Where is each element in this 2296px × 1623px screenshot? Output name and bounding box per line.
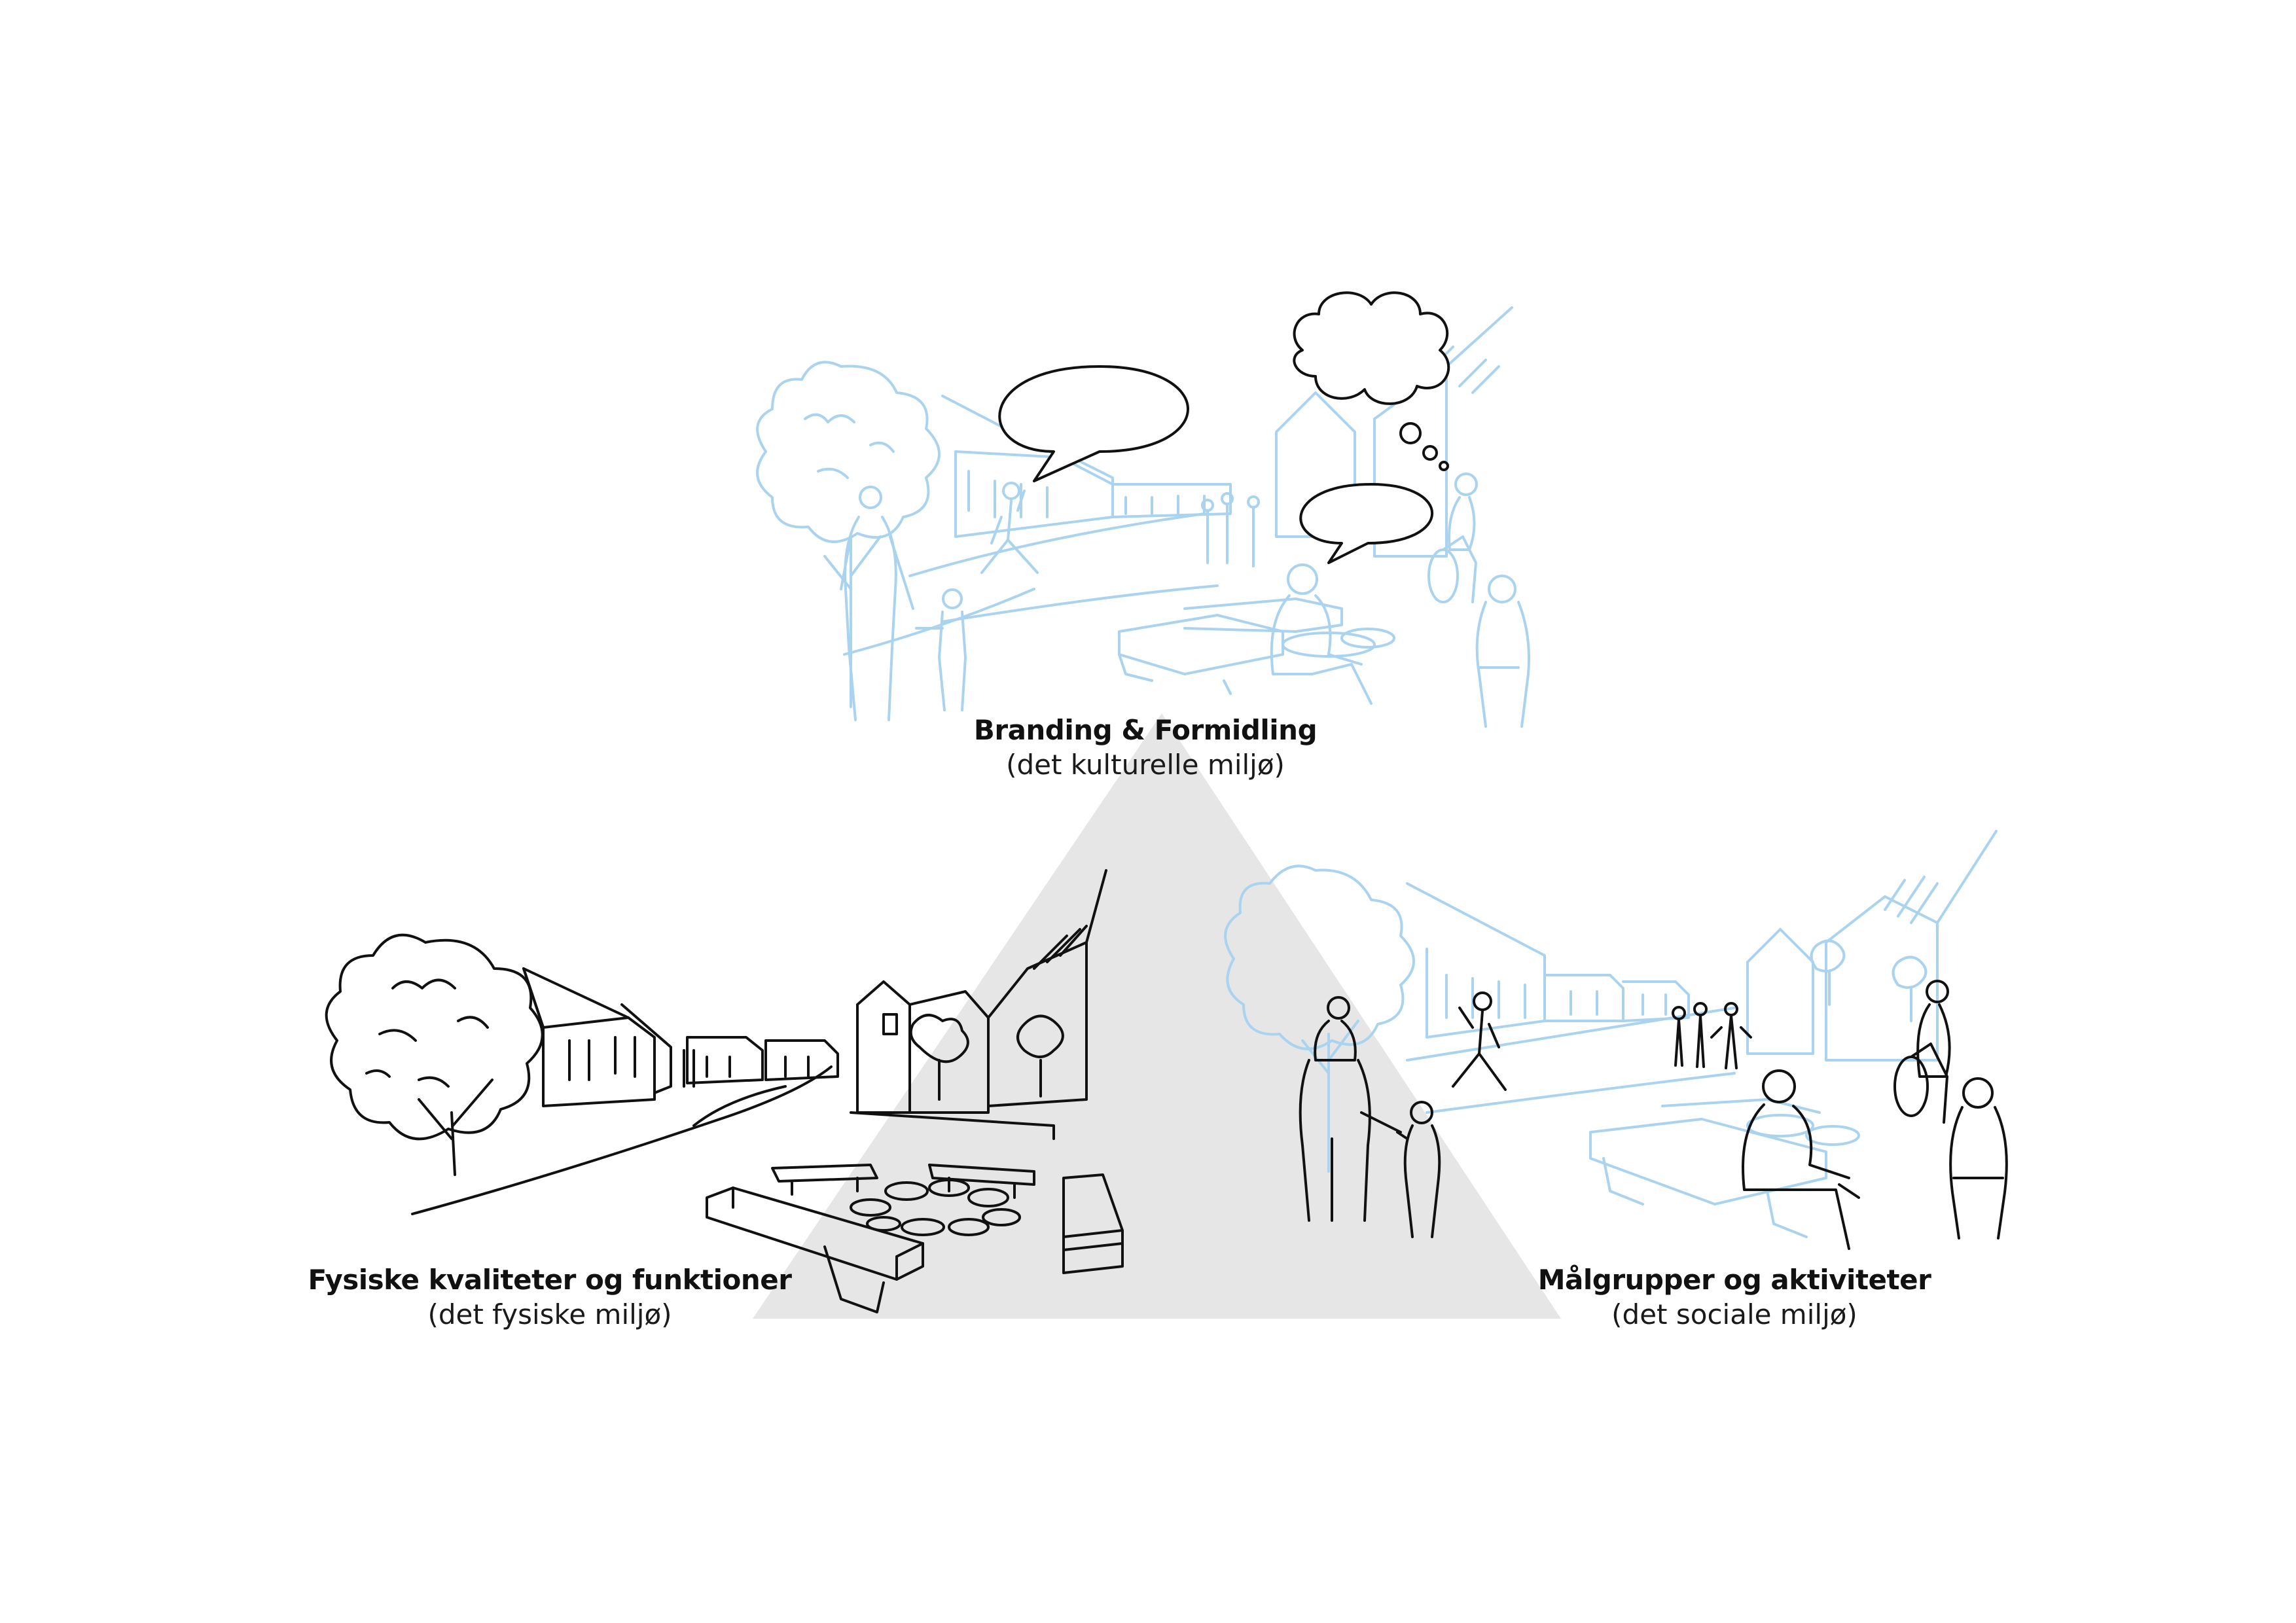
top-girl-figure xyxy=(1475,575,1530,728)
left-bench-long xyxy=(706,1186,924,1313)
right-long-house xyxy=(1406,882,1546,1039)
right-girl-figure xyxy=(1949,1077,2008,1240)
speech-bubble-small xyxy=(1299,483,1433,564)
top-distant-group xyxy=(1201,492,1260,567)
right-distant-group xyxy=(1672,1002,1752,1069)
caption-top-subtitle: (det kulturelle miljø) xyxy=(1006,748,1285,781)
caption-right: Målgrupper og aktiviteter (det sociale m… xyxy=(1525,1263,1944,1332)
right-row-houses xyxy=(1543,974,1690,1022)
top-road-line xyxy=(908,512,1219,623)
top-cyclist xyxy=(1427,473,1478,603)
top-sitting-man xyxy=(1270,563,1372,705)
left-small-trees xyxy=(909,1014,1064,1101)
right-scene-illustration xyxy=(1224,830,1998,1238)
speech-bubbles xyxy=(998,291,1450,564)
top-benches xyxy=(1118,597,1395,695)
left-gable-houses xyxy=(850,869,1107,1140)
speech-bubble-oval xyxy=(998,365,1189,482)
caption-right-subtitle: (det sociale miljø) xyxy=(1611,1298,1857,1330)
right-sitting-man xyxy=(1742,1069,1860,1250)
top-walking-figure xyxy=(980,482,1039,574)
caption-right-title: Målgrupper og aktiviteter xyxy=(1537,1264,1931,1296)
right-cyclist xyxy=(1893,980,1951,1124)
right-scene-people xyxy=(1299,980,2008,1250)
thought-dot-small xyxy=(1439,461,1449,471)
thought-bubble-cloud xyxy=(1293,291,1450,405)
caption-left-subtitle: (det fysiske miljø) xyxy=(427,1298,672,1330)
left-road-edge xyxy=(692,1085,787,1127)
left-ground-line xyxy=(411,1065,833,1215)
right-bench-long xyxy=(1589,1118,1827,1238)
left-long-house xyxy=(522,967,695,1107)
right-walking-figure xyxy=(1452,991,1507,1091)
right-family-figures xyxy=(1299,996,1441,1238)
caption-left: Fysiske kvaliteter og funktioner (det fy… xyxy=(308,1263,792,1332)
right-road-line xyxy=(1406,1007,1736,1114)
left-scene-illustration xyxy=(325,869,1124,1313)
caption-left-title: Fysiske kvaliteter og funktioner xyxy=(308,1264,792,1296)
left-bench-small-1 xyxy=(771,1164,878,1196)
caption-top: Branding & Formidling (det kulturelle mi… xyxy=(949,713,1342,782)
left-stone-circle xyxy=(850,1179,1021,1236)
top-family-figures xyxy=(840,486,967,721)
left-standing-slab xyxy=(1062,1173,1124,1274)
left-tree xyxy=(325,933,544,1176)
thought-dot-medium xyxy=(1422,445,1438,461)
thought-dot-large xyxy=(1399,422,1422,444)
left-row-houses xyxy=(686,1036,839,1084)
top-scene-illustration xyxy=(756,306,1530,728)
right-gable-houses xyxy=(1746,830,1998,1061)
caption-top-title: Branding & Formidling xyxy=(973,714,1318,746)
right-stones xyxy=(1661,1098,1860,1146)
